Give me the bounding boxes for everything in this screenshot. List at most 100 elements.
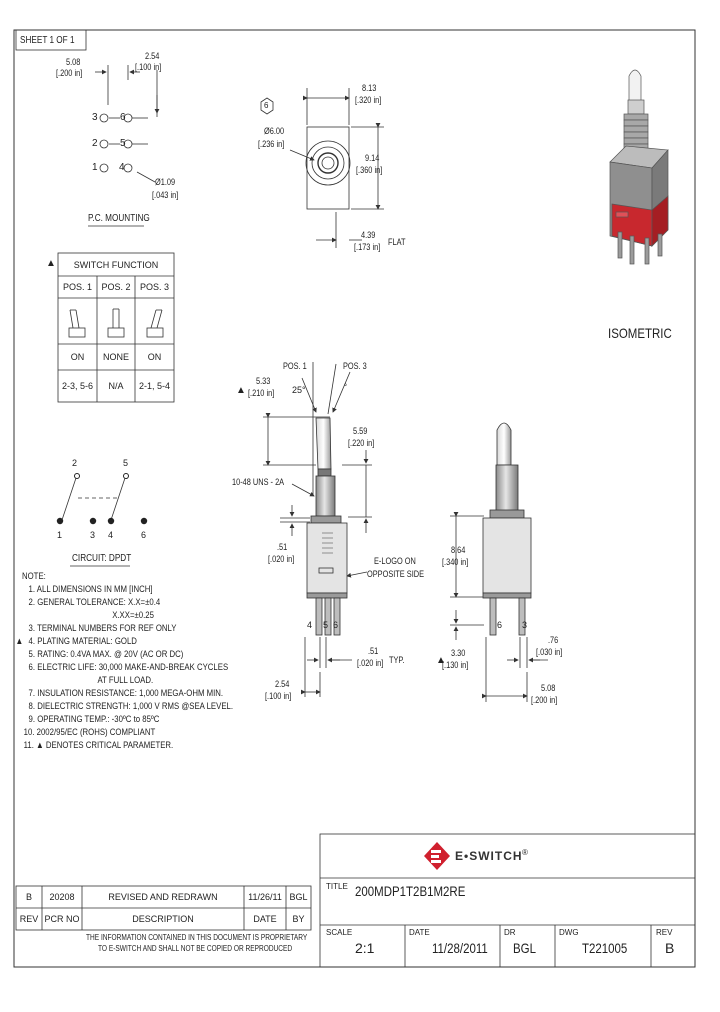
note-9: 9. OPERATING TEMP.: -30ºC to 85ºC <box>28 714 160 725</box>
side-width-mm: 5.08 <box>541 683 556 693</box>
dwg-label: DWG <box>559 928 579 937</box>
rev-header-pcr: PCR NO <box>44 914 80 924</box>
pos-2-header: POS. 2 <box>101 282 131 292</box>
pin-5: 5 <box>120 138 126 149</box>
thread-spec: 10-48 UNS - 2A <box>232 477 285 487</box>
rev-row-description: REVISED AND REDRAWN <box>108 892 218 902</box>
pc-col-mm: 2.54 <box>145 51 160 61</box>
logo-note-2: OPPOSITE SIDE <box>367 569 425 579</box>
lever-mm: 5.33 <box>256 376 271 386</box>
circuit-pin-2: 2 <box>72 458 78 468</box>
proprietary-line-1: THE INFORMATION CONTAINED IN THIS DOCUME… <box>86 933 308 942</box>
isometric-label: ISOMETRIC <box>608 325 672 341</box>
circuit-pin-3: 3 <box>90 530 96 540</box>
pos-3-state: ON <box>147 352 162 362</box>
front-term-4: 4 <box>307 620 313 630</box>
pos-1-state: ON <box>70 352 85 362</box>
logo-note-1: E-LOGO ON <box>374 556 416 566</box>
pc-col-in: [.100 in] <box>135 62 162 72</box>
pos-2-connection: N/A <box>108 381 124 391</box>
side-width-in: [.200 in] <box>531 695 558 705</box>
proprietary-line-2: TO E-SWITCH AND SHALL NOT BE COPIED OR R… <box>98 944 293 953</box>
note-7: 7. INSULATION RESISTANCE: 1,000 MEGA-OHM… <box>28 688 224 699</box>
pin-2: 2 <box>92 138 98 149</box>
gap-mm: .51 <box>277 542 288 552</box>
pc-pitch-mm: 5.08 <box>66 57 81 67</box>
note-11: 11. ▲ DENOTES CRITICAL PARAMETER. <box>23 740 174 751</box>
brand-registered-mark: ® <box>522 848 528 857</box>
lever-critical-marker: ▲ <box>236 385 246 396</box>
side-term-6: 6 <box>497 620 503 630</box>
note-6: 6. ELECTRIC LIFE: 30,000 MAKE-AND-BREAK … <box>28 662 229 673</box>
side-term-mm: 3.30 <box>451 648 466 658</box>
pos-3-header: POS. 3 <box>139 282 169 292</box>
circuit-pin-6: 6 <box>141 530 147 540</box>
note-8: 8. DIELECTRIC STRENGTH: 1,000 V RMS @SEA… <box>28 701 234 712</box>
note-10: 10. 2002/95/EC (ROHS) COMPLIANT <box>23 727 156 738</box>
pin-1: 1 <box>92 162 98 173</box>
note-3: 3. TERMINAL NUMBERS FOR REF ONLY <box>28 623 177 634</box>
notes-block: NOTE: 1. ALL DIMENSIONS IN MM [INCH] 2. … <box>15 570 234 752</box>
pos-1-label: POS. 1 <box>283 361 307 371</box>
gap-in: [.020 in] <box>268 554 295 564</box>
rev-label: REV <box>656 928 673 937</box>
top-dia-mm: Ø6.00 <box>264 126 285 136</box>
pin-3: 3 <box>92 112 98 123</box>
pitch-mm: 2.54 <box>275 679 290 689</box>
drawn-by-value: BGL <box>513 940 536 956</box>
pos-2-state: NONE <box>102 352 129 362</box>
side-height-in: [.340 in] <box>442 557 469 567</box>
side-thick-mm: .76 <box>548 635 559 645</box>
circuit-pin-1: 1 <box>57 530 63 540</box>
scale-value: 2:1 <box>355 940 375 956</box>
notes-heading: NOTE: <box>22 571 46 582</box>
lever-angle: 25° <box>292 385 306 395</box>
hex-callout: 6 <box>264 101 269 110</box>
pitch-in: [.100 in] <box>265 691 292 701</box>
brand-name: E•SWITCH <box>455 849 523 863</box>
front-term-5: 5 <box>323 620 329 630</box>
circuit-pin-5: 5 <box>123 458 129 468</box>
bushing-in: [.220 in] <box>348 438 375 448</box>
part-number-title: 200MDP1T2B1M2RE <box>355 883 466 899</box>
rev-header-description: DESCRIPTION <box>132 914 194 924</box>
note-6-cont: AT FULL LOAD. <box>97 675 154 686</box>
note-4: ▲4. PLATING MATERIAL: GOLD <box>15 635 233 648</box>
circuit-pin-4: 4 <box>108 530 114 540</box>
angle-marker: ° <box>344 382 347 392</box>
side-thick-in: [.030 in] <box>536 647 563 657</box>
side-height-mm: 8.64 <box>451 545 466 555</box>
pos-3-label: POS. 3 <box>343 361 367 371</box>
hole-dia-in: [.043 in] <box>152 190 179 200</box>
rev-header-rev: REV <box>19 914 39 924</box>
circuit-title: CIRCUIT: DPDT <box>72 553 132 564</box>
date-label: DATE <box>409 928 430 937</box>
dwg-number: T221005 <box>582 940 628 956</box>
lever-in: [.210 in] <box>248 388 275 398</box>
sheet-label: SHEET 1 OF 1 <box>20 35 75 46</box>
top-dia-in: [.236 in] <box>258 139 285 149</box>
note-2: 2. GENERAL TOLERANCE: X.X=±0.4 <box>28 597 161 608</box>
rev-row-rev: B <box>25 892 32 902</box>
pos-1-connection: 2-3, 5-6 <box>61 381 94 391</box>
top-flat-in: [.173 in] <box>354 242 381 252</box>
note-1: 1. ALL DIMENSIONS IN MM [INCH] <box>28 584 153 595</box>
scale-label: SCALE <box>326 928 353 937</box>
rev-row-pcr: 20208 <box>49 892 75 902</box>
top-flat-mm: 4.39 <box>361 230 376 240</box>
pc-mounting-title: P.C. MOUNTING <box>88 213 150 224</box>
note-4-text: 4. PLATING MATERIAL: GOLD <box>28 636 137 647</box>
title-label: TITLE <box>326 882 348 891</box>
top-width-in: [.320 in] <box>355 95 382 105</box>
note-5: 5. RATING: 0.4VA MAX. @ 20V (AC OR DC) <box>28 649 184 660</box>
term-width-mm: .51 <box>368 646 379 656</box>
top-height-in: [.360 in] <box>356 165 383 175</box>
term-width-in: [.020 in] <box>357 658 384 668</box>
top-height-mm: 9.14 <box>365 153 380 163</box>
front-term-6: 6 <box>333 620 339 630</box>
side-term-in: [.130 in] <box>442 660 469 670</box>
side-term-3: 3 <box>522 620 528 630</box>
pin-4: 4 <box>119 162 125 173</box>
